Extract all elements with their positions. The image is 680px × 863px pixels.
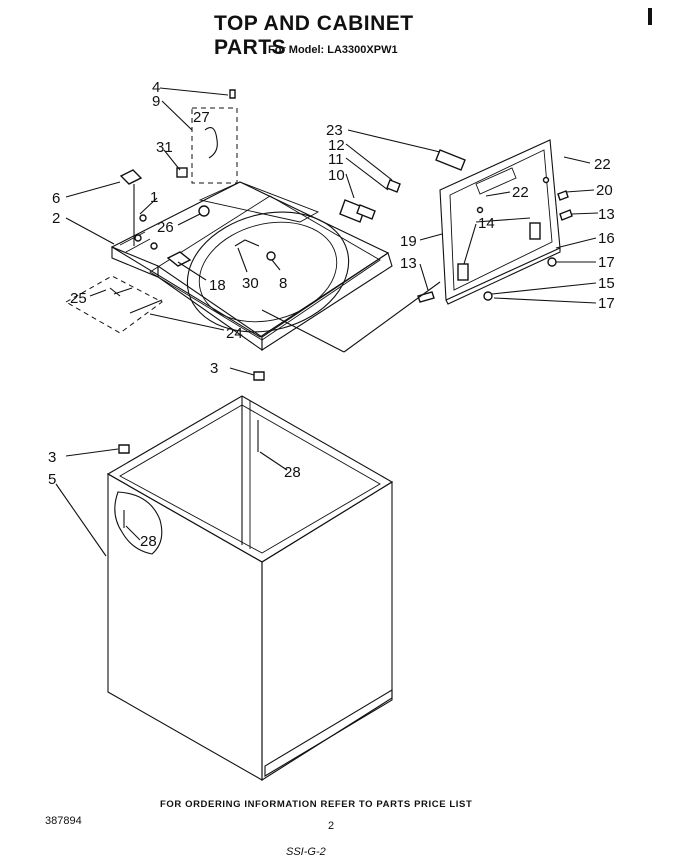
callout-6: 6 [52,190,60,207]
callout-20: 20 [596,182,613,199]
callout-19: 19 [400,233,417,250]
callout-27: 27 [193,109,210,126]
callout-17-bottom: 17 [598,295,615,312]
callout-18: 18 [209,277,226,294]
callout-8: 8 [279,275,287,292]
callout-12: 12 [328,137,345,154]
callout-13-right: 13 [598,206,615,223]
inset-27-31 [191,107,238,184]
callout-2: 2 [52,210,60,227]
handwritten-mark: SSI-G-2 [286,846,326,858]
callout-labels: 4 9 27 31 6 1 2 26 25 24 18 30 8 23 12 1… [48,79,615,550]
callout-5: 5 [48,471,56,488]
page-number: 2 [328,820,335,832]
callout-22-mid: 22 [512,184,529,201]
inset-25 [64,275,163,334]
callout-3-top: 3 [210,360,218,377]
callout-23: 23 [326,122,343,139]
callout-17-top: 17 [598,254,615,271]
callout-16: 16 [598,230,615,247]
callout-31: 31 [156,139,173,156]
callout-14: 14 [478,215,495,232]
top-panel [110,181,393,352]
margin-bar [648,8,652,25]
callout-15: 15 [598,275,615,292]
leader-lines [55,87,599,557]
footer-note: FOR ORDERING INFORMATION REFER TO PARTS … [160,799,473,810]
callout-4: 4 [152,79,160,96]
doc-code: 387894 [45,815,82,827]
page-title: TOP AND CABINET PARTS [214,12,414,59]
callout-26: 26 [157,219,174,236]
cabinet [106,371,394,781]
callout-1: 1 [150,189,158,206]
small-parts [109,89,466,297]
callout-13-left: 13 [400,255,417,272]
callout-25: 25 [70,290,87,307]
callout-11: 11 [328,151,344,168]
callout-28-inner: 28 [284,464,301,481]
callout-3-left: 3 [48,449,56,466]
model-line: For Model: LA3300XPW1 [268,44,398,56]
callout-10: 10 [328,167,345,184]
callout-22-top: 22 [594,156,611,173]
lid [417,139,573,305]
callout-28-cutaway: 28 [140,533,157,550]
callout-9: 9 [152,93,160,110]
callout-30: 30 [242,275,259,292]
callout-24: 24 [226,325,243,342]
